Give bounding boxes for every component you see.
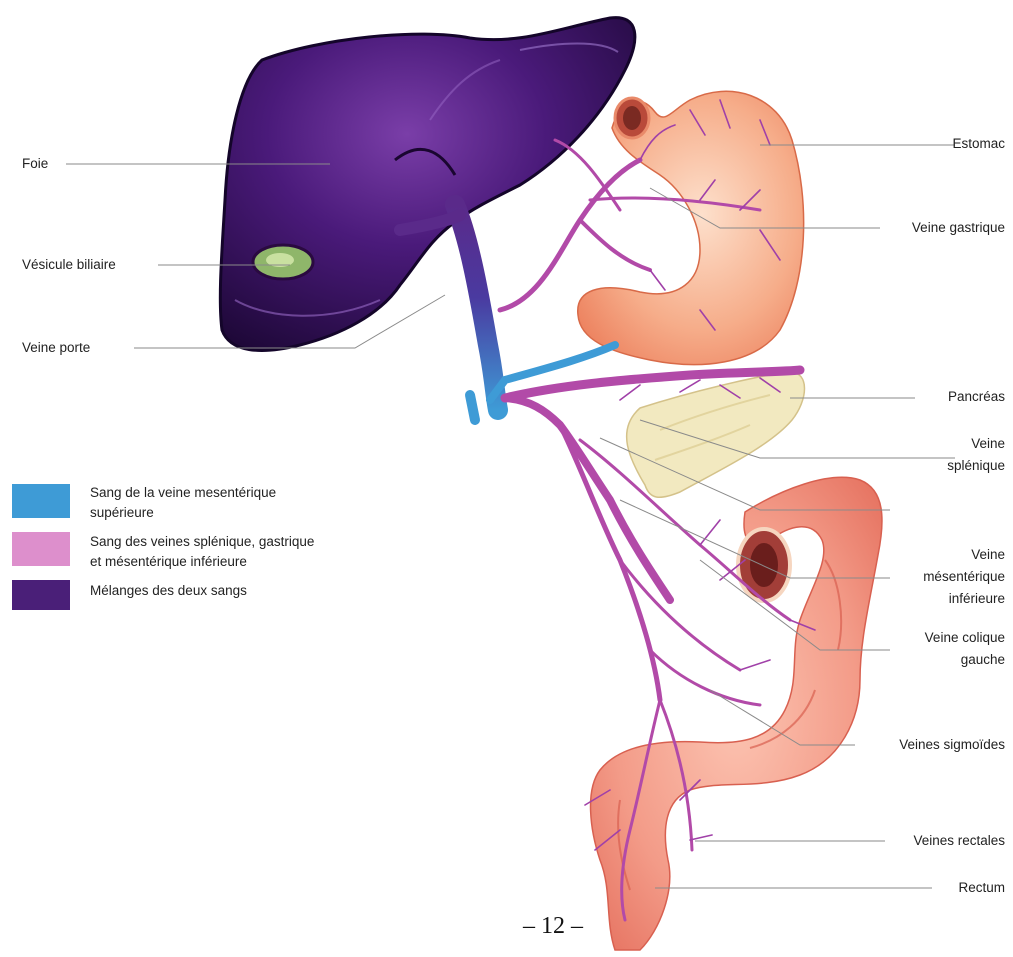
legend-item-1-line1: Sang de la veine mesentérique [90, 485, 276, 500]
label-veine-porte: Veine porte [22, 340, 90, 355]
legend-swatch-splenic-gastric [12, 532, 70, 566]
label-rectum: Rectum [958, 880, 1005, 895]
label-veine-gastrique: Veine gastrique [912, 220, 1005, 235]
label-veine-splenique-line2: splénique [947, 458, 1005, 473]
label-foie: Foie [22, 156, 48, 171]
legend: Sang de la veine mesentérique supérieure… [12, 484, 314, 610]
label-pancreas: Pancréas [948, 389, 1005, 404]
legend-item-2-line1: Sang des veines splénique, gastrique [90, 534, 314, 549]
label-veine-colique-line1: Veine colique [925, 630, 1005, 645]
label-veines-rectales: Veines rectales [913, 833, 1005, 848]
legend-item-3-line1: Mélanges des deux sangs [90, 583, 247, 598]
label-veine-mesenterique-line2: mésentérique [923, 569, 1005, 584]
gallbladder [253, 245, 313, 279]
label-veine-colique-line2: gauche [961, 652, 1005, 667]
label-veine-mesenterique-line3: inférieure [949, 591, 1005, 606]
label-veine-mesenterique-line1: Veine [971, 547, 1005, 562]
page-number: – 12 – [522, 913, 584, 939]
label-veine-splenique-line1: Veine [971, 436, 1005, 451]
label-vesicule-biliaire: Vésicule biliaire [22, 257, 116, 272]
legend-swatch-mixed [12, 580, 70, 610]
label-veines-sigmoides: Veines sigmoïdes [899, 737, 1005, 752]
legend-item-2-line2: et mésentérique inférieure [90, 554, 247, 569]
liver [220, 18, 635, 351]
legend-swatch-superior-mesenteric [12, 484, 70, 518]
label-estomac: Estomac [952, 136, 1005, 151]
legend-item-1-line2: supérieure [90, 505, 154, 520]
